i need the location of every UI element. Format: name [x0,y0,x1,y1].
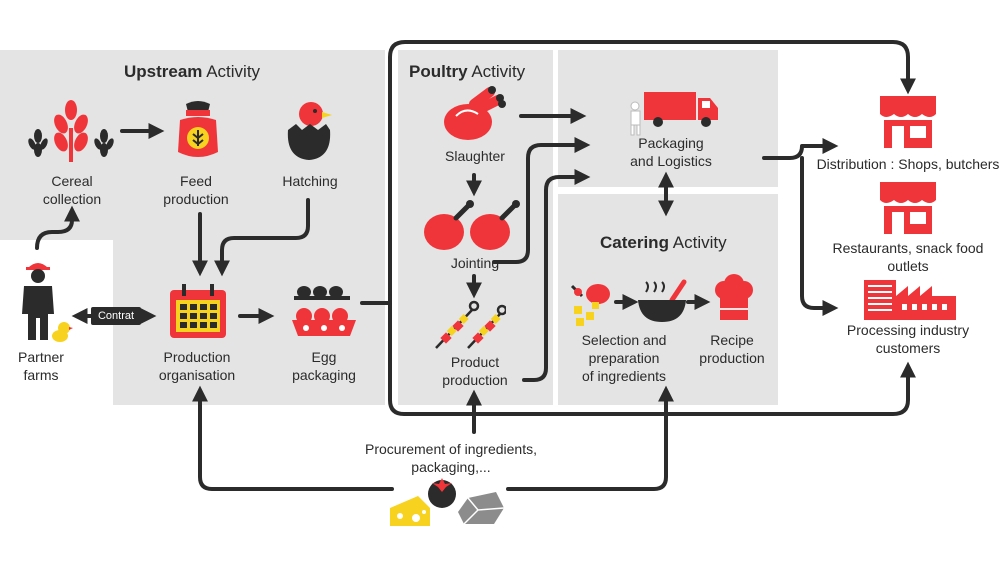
hatching-chick-icon [287,102,332,160]
factory-icon [864,280,956,320]
packaging-icon [458,492,505,525]
chef-hat-icon [715,274,753,320]
frame-bottom-line [388,294,916,416]
shop-icon [880,96,936,148]
feed-sack-icon [178,101,218,157]
tomato-icon [428,478,456,508]
slaughter-label: Slaughter [445,148,505,164]
main-frame-line [388,40,916,298]
hatching-to-production [214,198,310,277]
catering-title: Catering Activity [600,233,727,252]
cooking-bowl-icon [638,279,687,322]
distribution-label: Distribution : Shops, butchers [816,156,1000,172]
jointing-label: Jointing [450,255,500,271]
split-to-processing [800,156,839,316]
calendar-icon [170,284,226,338]
cheese-icon [390,496,430,526]
chicken-legs-icon [424,200,520,250]
product-to-logistics [522,169,591,382]
jointing-to-logistics [492,137,591,264]
restaurant-icon [880,182,936,234]
wheat-icon [28,100,114,162]
roast-chicken-icon [444,86,506,140]
logistics-to-distribution [762,138,839,160]
procurement-label: Procurement of ingredients,packaging,... [365,441,537,475]
poultry-title: Poultry Activity [409,62,526,81]
hatching-label: Hatching [282,173,338,189]
upstream-title: Upstream Activity [124,62,261,81]
procurement-to-production [192,385,394,491]
procurement-to-catering [506,385,674,491]
ingredients-icon [570,284,610,326]
contrat-label: Contrat [91,307,141,325]
farmer-icon [22,263,73,342]
partner-to-cereal [35,205,80,250]
truck-icon [630,92,718,136]
egg-tray-icon [292,286,356,336]
skewers-icon [435,300,506,349]
